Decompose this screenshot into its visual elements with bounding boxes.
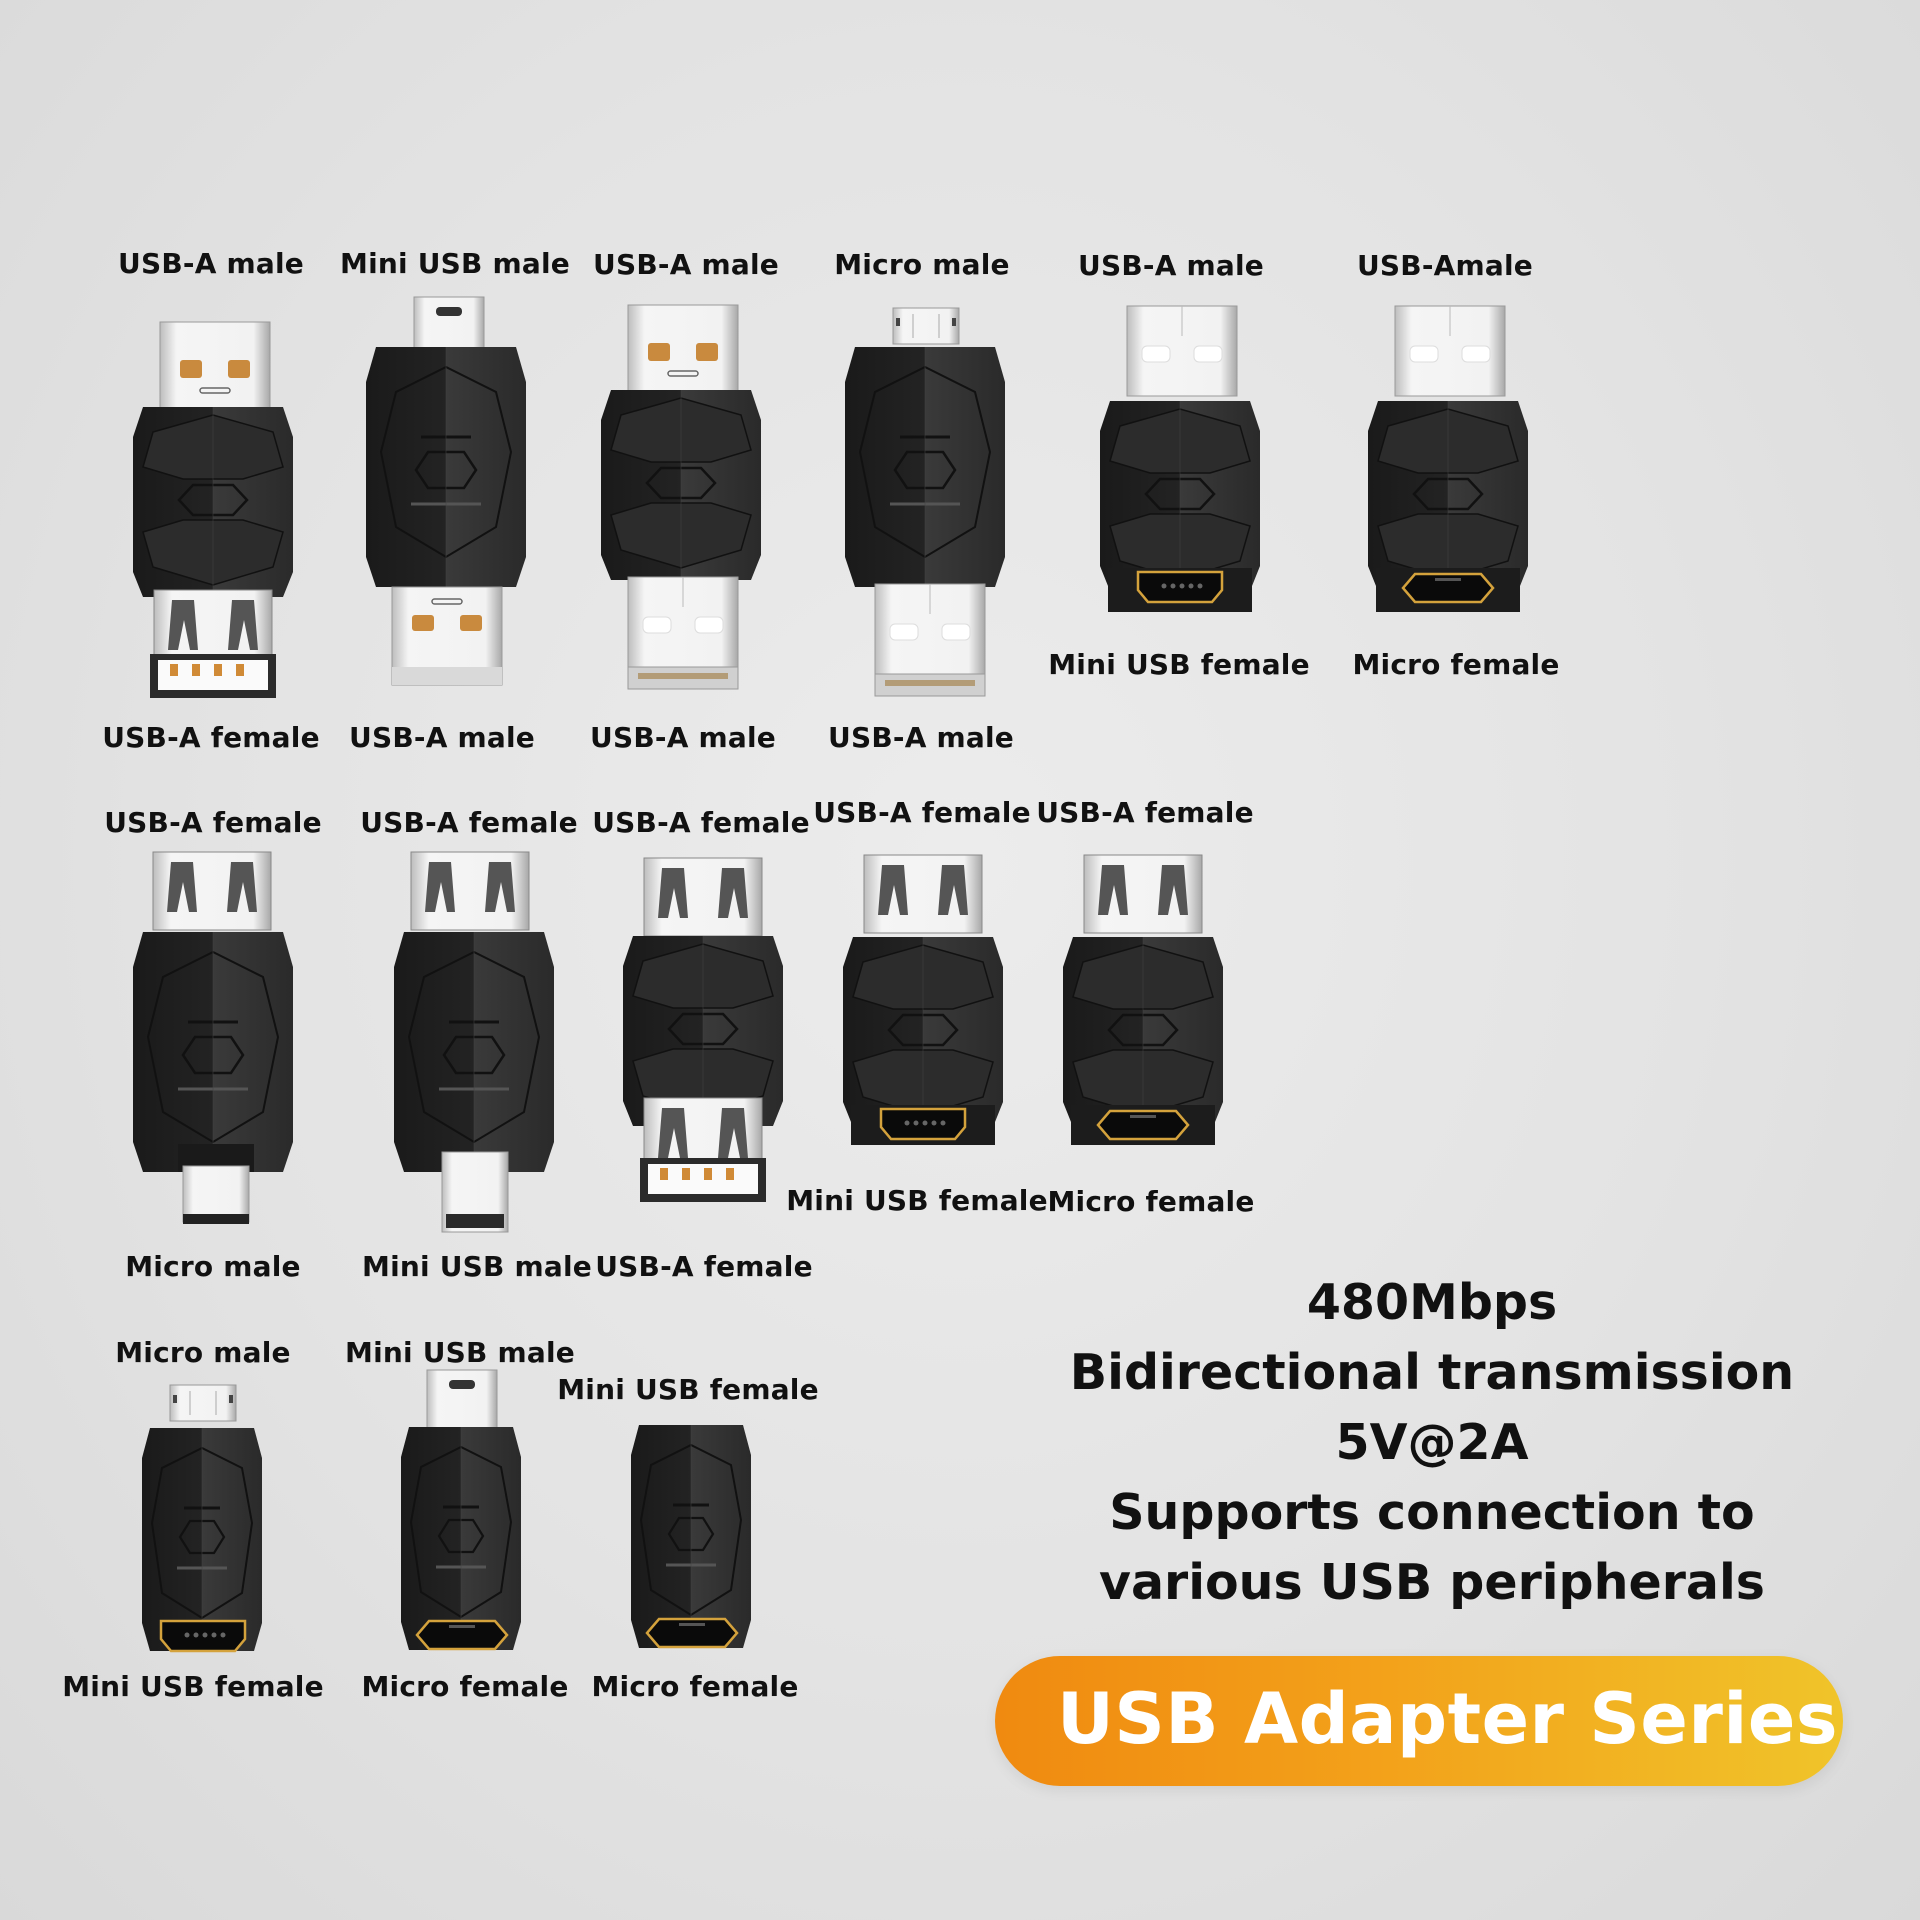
adapter-3-top-label: USB-A male	[593, 248, 779, 281]
adapter-1-top-label: USB-A male	[118, 247, 304, 280]
adapter-6-bottom-label: Micro female	[1352, 648, 1560, 681]
adapter-10-top-label: USB-A female	[813, 796, 1031, 829]
banner-title: USB Adapter Series	[1057, 1678, 1838, 1760]
spec-list: 480Mbps Bidirectional transmission 5V@2A…	[1032, 1268, 1832, 1618]
series-banner: USB Adapter Series	[995, 1656, 1843, 1786]
adapter-usba-female-to-usba-female	[621, 857, 785, 1208]
adapter-10-bottom-label: Mini USB female	[786, 1184, 1048, 1217]
adapter-1-bottom-label: USB-A female	[102, 721, 320, 754]
adapter-usba-female-to-mini-male	[392, 851, 559, 1237]
adapter-8-bottom-label: Mini USB male	[362, 1250, 592, 1283]
spec-speed: 480Mbps	[1306, 1274, 1558, 1331]
adapter-12-top-label: Micro male	[115, 1336, 291, 1369]
adapter-5-bottom-label: Mini USB female	[1048, 648, 1310, 681]
adapter-micro-male-to-usba-male	[843, 307, 1010, 698]
adapter-13-bottom-label: Micro female	[361, 1670, 569, 1703]
adapter-14-top-label: Mini USB female	[557, 1373, 819, 1406]
adapter-2-top-label: Mini USB male	[340, 247, 570, 280]
adapter-4-top-label: Micro male	[834, 248, 1010, 281]
spec-power: 5V@2A	[1335, 1414, 1529, 1471]
adapter-mini-female-to-micro-female	[629, 1420, 753, 1670]
adapter-4-bottom-label: USB-A male	[828, 721, 1014, 754]
adapter-11-bottom-label: Micro female	[1047, 1185, 1255, 1218]
adapter-5-top-label: USB-A male	[1078, 249, 1264, 282]
spec-compat-line2: various USB peripherals	[1099, 1554, 1765, 1611]
adapter-14-bottom-label: Micro female	[591, 1670, 799, 1703]
adapter-9-top-label: USB-A female	[592, 806, 810, 839]
adapter-9-bottom-label: USB-A female	[595, 1250, 813, 1283]
adapter-11-top-label: USB-A female	[1036, 796, 1254, 829]
adapter-mini-male-to-micro-female	[399, 1369, 523, 1670]
adapter-12-bottom-label: Mini USB female	[62, 1670, 324, 1703]
adapter-usba-male-to-micro-female	[1366, 305, 1530, 616]
adapter-8-top-label: USB-A female	[360, 806, 578, 839]
adapter-2-bottom-label: USB-A male	[349, 721, 535, 754]
adapter-mini-male-to-usba-male	[364, 296, 531, 692]
adapter-micro-male-to-mini-female	[140, 1384, 264, 1670]
adapter-13-top-label: Mini USB male	[345, 1336, 575, 1369]
adapter-3-bottom-label: USB-A male	[590, 721, 776, 754]
adapter-7-top-label: USB-A female	[104, 806, 322, 839]
spec-direction: Bidirectional transmission	[1069, 1344, 1795, 1401]
adapter-usba-male-to-mini-female	[1098, 305, 1262, 616]
adapter-usba-female-to-mini-female	[841, 854, 1005, 1145]
adapter-6-top-label: USB-Amale	[1357, 249, 1533, 282]
adapter-usba-male-to-usba-male	[599, 304, 763, 695]
spec-compat-line1: Supports connection to	[1109, 1484, 1755, 1541]
adapter-usba-female-to-micro-male	[131, 851, 298, 1232]
adapter-7-bottom-label: Micro male	[125, 1250, 301, 1283]
adapter-usba-male-to-usba-female	[131, 321, 295, 702]
adapter-usba-female-to-micro-female	[1061, 854, 1225, 1145]
